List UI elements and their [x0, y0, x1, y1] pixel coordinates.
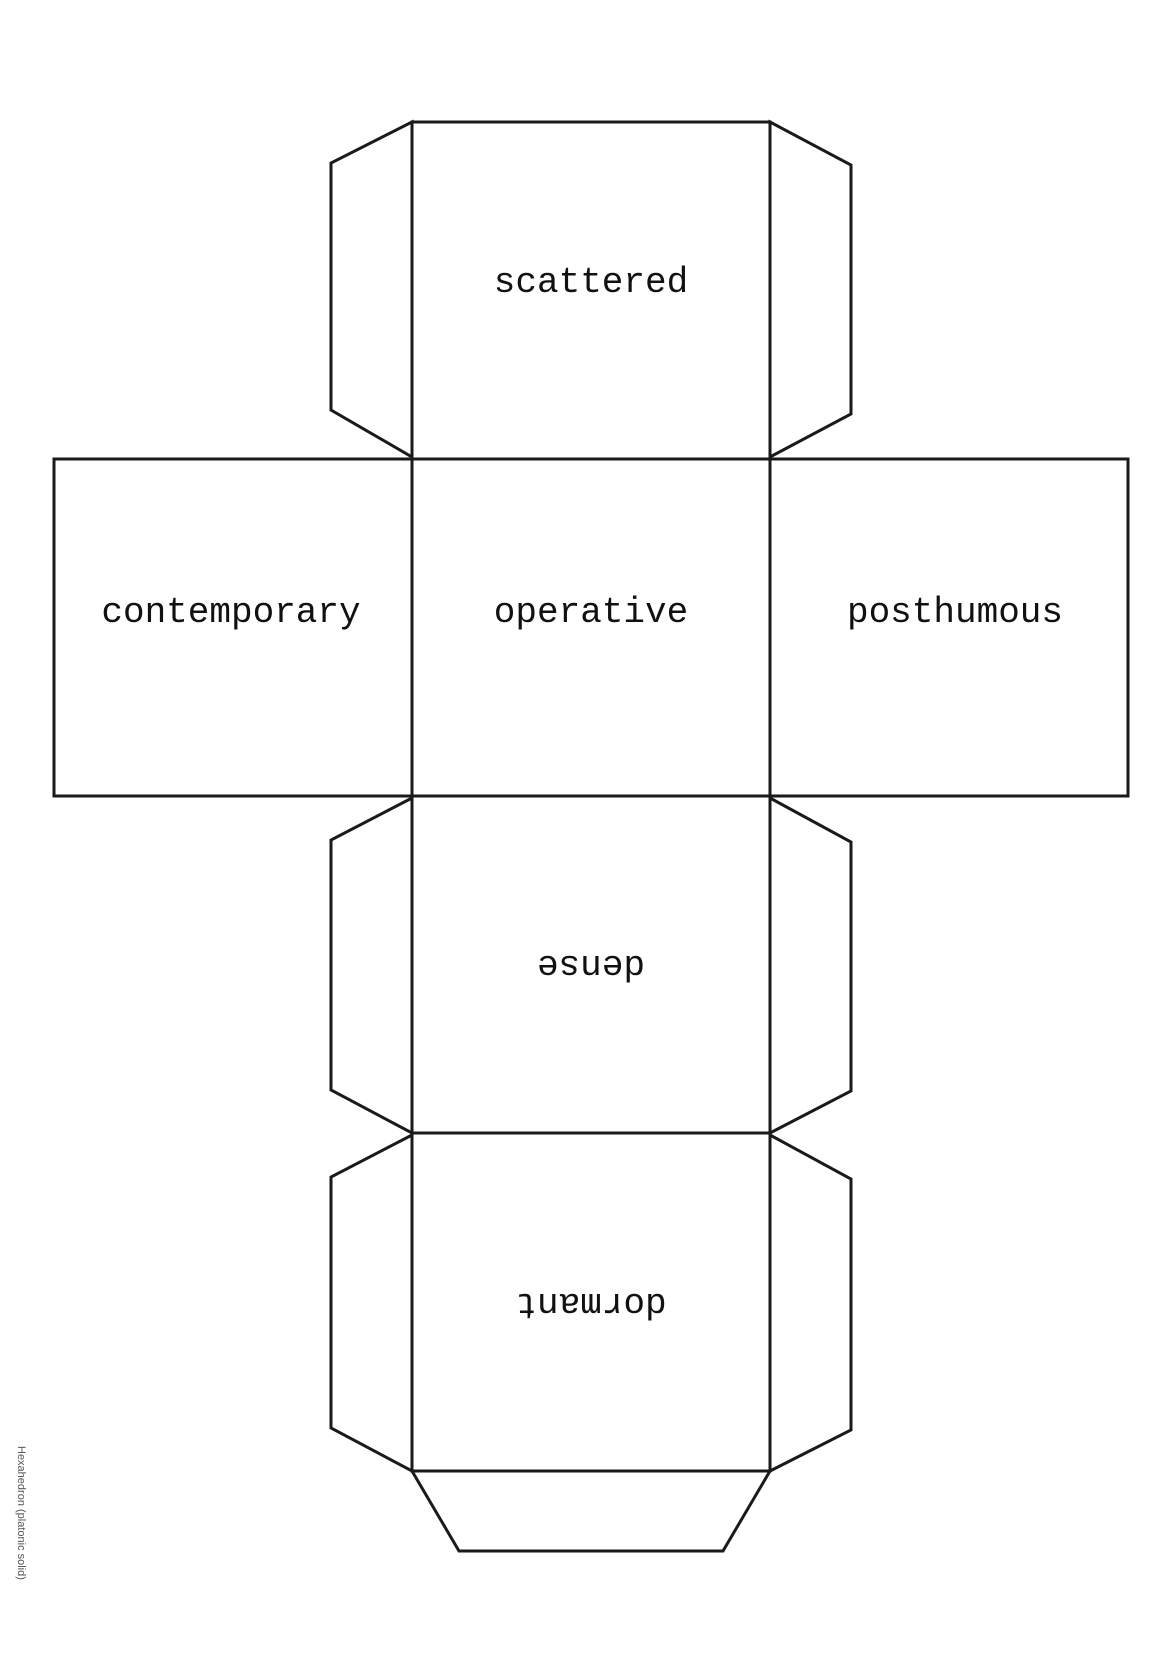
- face-right: [768, 457, 1130, 798]
- face-label-below: dense: [537, 945, 645, 986]
- glue-tab-bottom: [409, 1469, 773, 1553]
- face-label-center: operative: [494, 592, 688, 633]
- glue-tab-bottom-left: [329, 1132, 414, 1474]
- glue-tab-bottom-right: [768, 1132, 853, 1474]
- glue-tab-top-right: [768, 119, 853, 460]
- glue-tab-top-left: [329, 119, 414, 460]
- face-label-left: contemporary: [101, 592, 360, 633]
- face-below: [410, 794, 772, 1135]
- face-left: [52, 457, 414, 798]
- face-label-right: posthumous: [847, 592, 1063, 633]
- face-label-top: scattered: [494, 262, 688, 303]
- glue-tab-mid-left: [329, 795, 414, 1136]
- face-top: [410, 120, 772, 461]
- footer-caption: Hexahedron (platonic solid): [15, 1446, 27, 1580]
- face-label-bottom: dormant: [515, 1283, 666, 1324]
- face-center: [410, 457, 772, 798]
- glue-tab-mid-right: [768, 795, 853, 1136]
- face-bottom: [410, 1131, 772, 1473]
